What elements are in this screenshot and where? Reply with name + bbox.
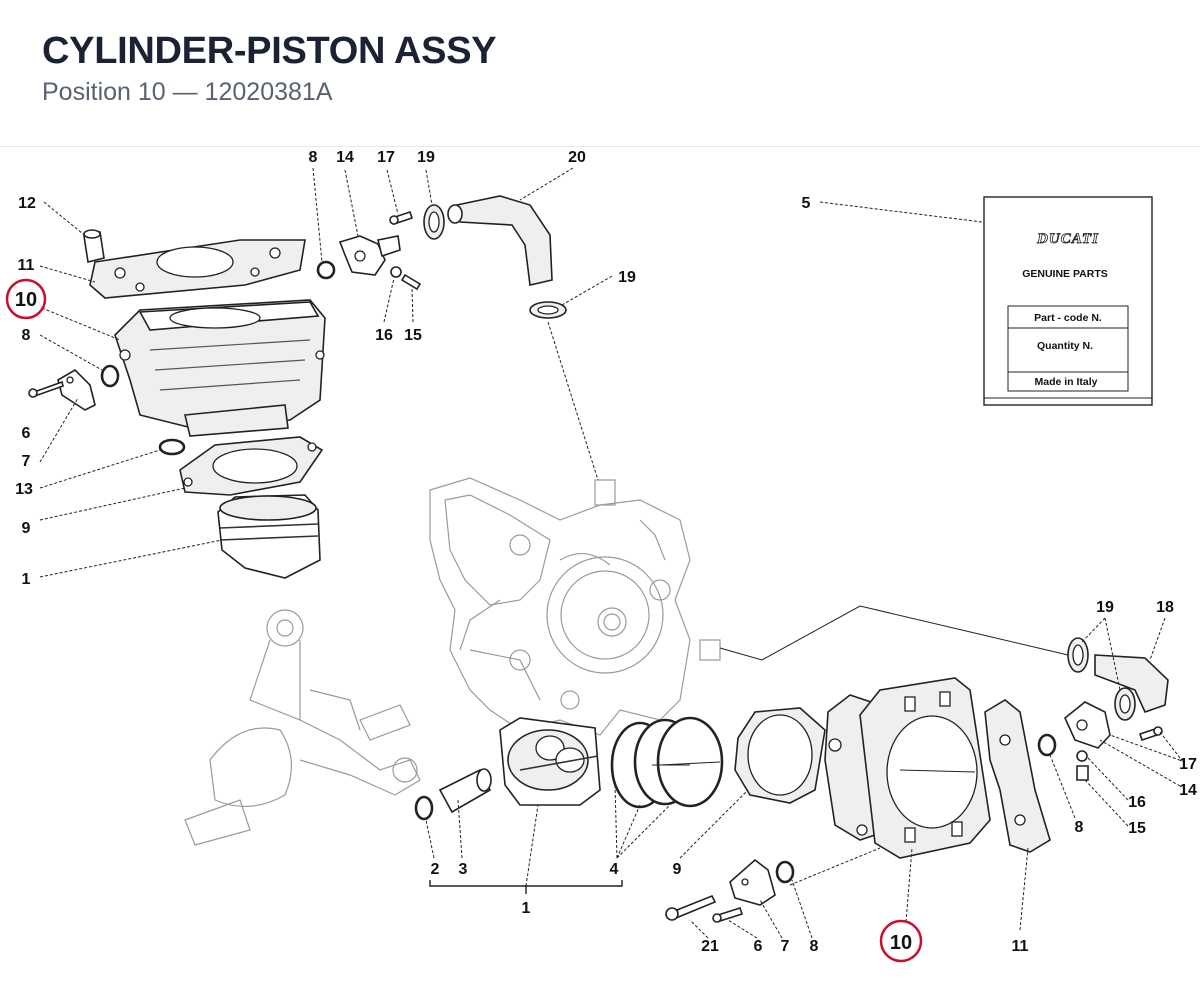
upper-o-ring-8 [316, 260, 336, 280]
callout-11-top: 11 [18, 257, 35, 274]
upper-hose-clamp-19b [529, 301, 567, 319]
callout-4: 4 [610, 861, 619, 878]
highlight-ring-bottom [879, 919, 923, 963]
lower-washer-16 [1076, 750, 1088, 762]
upper-cylinder [114, 299, 326, 437]
callout-19-bottom: 19 [1096, 599, 1114, 616]
callout-10-bottom-highlighted: 10 [890, 932, 912, 954]
upper-water-hose [447, 195, 553, 286]
upper-screw-15 [400, 273, 422, 291]
lower-water-hose [1094, 654, 1169, 713]
callout-16-top: 16 [375, 327, 393, 344]
lower-circlip [414, 795, 434, 821]
upper-washer-16 [390, 266, 402, 278]
callout-19-top: 19 [417, 149, 435, 166]
page-title: CYLINDER-PISTON ASSY [42, 30, 497, 72]
header: CYLINDER-PISTON ASSY Position 10 — 12020… [42, 28, 497, 108]
callout-7-top: 7 [22, 453, 31, 470]
lower-screw-17 [1138, 726, 1163, 742]
lower-piston-rings [610, 716, 724, 809]
ducati-logo: DUCATI [1036, 231, 1099, 247]
callout-15-top: 15 [404, 327, 422, 344]
lower-base-gasket [734, 707, 826, 804]
callout-9-bottom: 9 [673, 861, 682, 878]
callout-1-top: 1 [22, 571, 31, 588]
callout-labels: 8 14 17 19 20 5 12 11 10 8 16 15 19 6 7 … [15, 149, 1197, 955]
label-heading: GENUINE PARTS [1022, 268, 1108, 280]
callout-21: 21 [701, 938, 719, 955]
callout-17-bottom: 17 [1179, 756, 1197, 773]
upper-hose-clamp [423, 204, 445, 240]
lower-hose-clamp-a [1067, 637, 1089, 673]
lower-screw-6 [712, 906, 744, 923]
callout-5: 5 [802, 195, 811, 212]
lower-water-fitting [1064, 701, 1111, 749]
upper-screw-17 [389, 210, 414, 226]
label-origin: Made in Italy [1034, 376, 1097, 388]
callout-3: 3 [459, 861, 468, 878]
upper-head-gasket [89, 239, 306, 299]
lower-head-gasket [859, 677, 991, 859]
callout-6-bottom: 6 [754, 938, 763, 955]
header-divider [0, 146, 1200, 147]
lower-o-ring-8 [775, 860, 795, 884]
upper-base-gasket [179, 436, 324, 496]
callout-2: 2 [431, 861, 440, 878]
page-subtitle: Position 10 — 12020381A [42, 78, 333, 106]
highlight-ring-top [5, 278, 47, 320]
callout-11-bottom: 11 [1012, 938, 1029, 955]
lower-stud-21 [665, 894, 717, 921]
callout-1-bottom: 1 [522, 900, 531, 917]
callout-19b-top: 19 [618, 269, 636, 286]
callout-7-bottom: 7 [781, 938, 790, 955]
lower-side-gasket [984, 699, 1051, 853]
callout-10-top-highlighted: 10 [15, 289, 37, 311]
upper-water-fitting [338, 235, 401, 276]
callout-14-top: 14 [336, 149, 354, 166]
crankcase-outline [429, 477, 721, 736]
callout-20-top: 20 [568, 149, 586, 166]
crankshaft-outline [184, 609, 421, 846]
callout-18: 18 [1156, 599, 1174, 616]
callout-9-top: 9 [22, 520, 31, 537]
lower-screw-15 [1076, 765, 1089, 781]
upper-piston [217, 494, 321, 579]
callout-12: 12 [18, 195, 36, 212]
genuine-parts-label: DUCATI GENUINE PARTS Part - code N. Quan… [983, 196, 1153, 406]
callout-17-top: 17 [377, 149, 395, 166]
upper-dowel-pin [83, 229, 105, 263]
label-part-code: Part - code N. [1034, 312, 1102, 324]
callout-8-bottom-right: 8 [1075, 819, 1084, 836]
leader-lines [39, 167, 1186, 939]
callout-8b-top: 8 [22, 327, 31, 344]
upper-o-ring-13 [158, 438, 186, 456]
lower-hose-clamp-b [1114, 687, 1136, 721]
callout-15-bottom: 15 [1128, 820, 1146, 837]
callout-6-top: 6 [22, 425, 31, 442]
upper-cover-plate [57, 368, 96, 411]
lower-o-ring-right [1037, 733, 1057, 757]
lower-cover-plate [729, 858, 776, 906]
callout-14-bottom: 14 [1179, 782, 1197, 799]
lower-piston [499, 717, 601, 806]
callout-13: 13 [15, 481, 33, 498]
upper-o-ring-left [100, 364, 120, 388]
callout-8-top: 8 [309, 149, 318, 166]
callout-16-bottom: 16 [1128, 794, 1146, 811]
label-quantity: Quantity N. [1037, 340, 1093, 352]
lower-piston-pin [438, 768, 492, 814]
callout-8-bottom: 8 [810, 938, 819, 955]
upper-screw-6 [28, 380, 64, 398]
